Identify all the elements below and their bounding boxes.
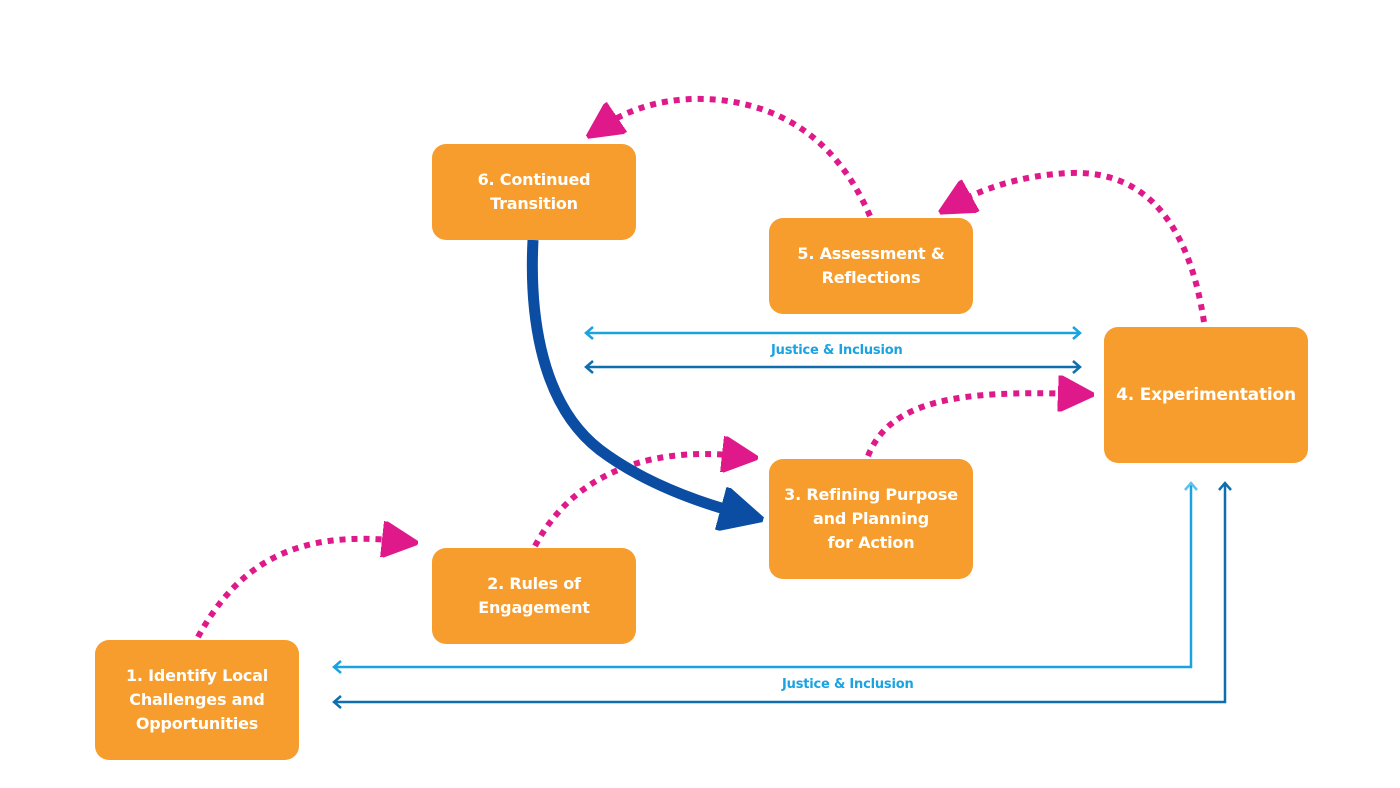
step-6-continued-transition: 6. Continued Transition [432, 144, 636, 240]
step-3-refining-purpose: 3. Refining Purpose and Planning for Act… [769, 459, 973, 579]
justice-bottom-dark-path [334, 484, 1227, 704]
connector-3-to-4 [865, 393, 1076, 458]
arrowhead-left-light-bottom [332, 660, 342, 674]
justice-bottom-arrows [332, 481, 1232, 709]
connector-5-to-6 [602, 95, 873, 218]
step-2-rules-of-engagement: 2. Rules of Engagement [432, 548, 636, 644]
step-4-experimentation: 4. Experimentation [1104, 327, 1308, 463]
justice-top-arrows [584, 326, 1082, 374]
arrowhead-left-light [584, 326, 594, 340]
step-1-identify-challenges: 1. Identify Local Challenges and Opportu… [95, 640, 299, 760]
justice-inclusion-label-bottom: Justice & Inclusion [782, 677, 914, 692]
arrowhead-right-dark [1072, 360, 1082, 374]
justice-inclusion-label-top: Justice & Inclusion [771, 343, 903, 358]
connector-6-to-3 [526, 239, 742, 514]
arrowhead-right-light [1072, 326, 1082, 340]
connector-2-to-3 [532, 454, 740, 548]
arrowhead-left-dark [584, 360, 594, 374]
arrowhead-left-dark-bottom [332, 695, 342, 709]
step-5-assessment-reflections: 5. Assessment & Reflections [769, 218, 973, 314]
justice-bottom-light-path [334, 484, 1193, 669]
connector-4-to-5 [955, 169, 1207, 323]
arrowhead-up-light [1184, 481, 1198, 491]
connector-1-to-2 [195, 539, 400, 639]
arrowhead-up-dark [1218, 481, 1232, 491]
